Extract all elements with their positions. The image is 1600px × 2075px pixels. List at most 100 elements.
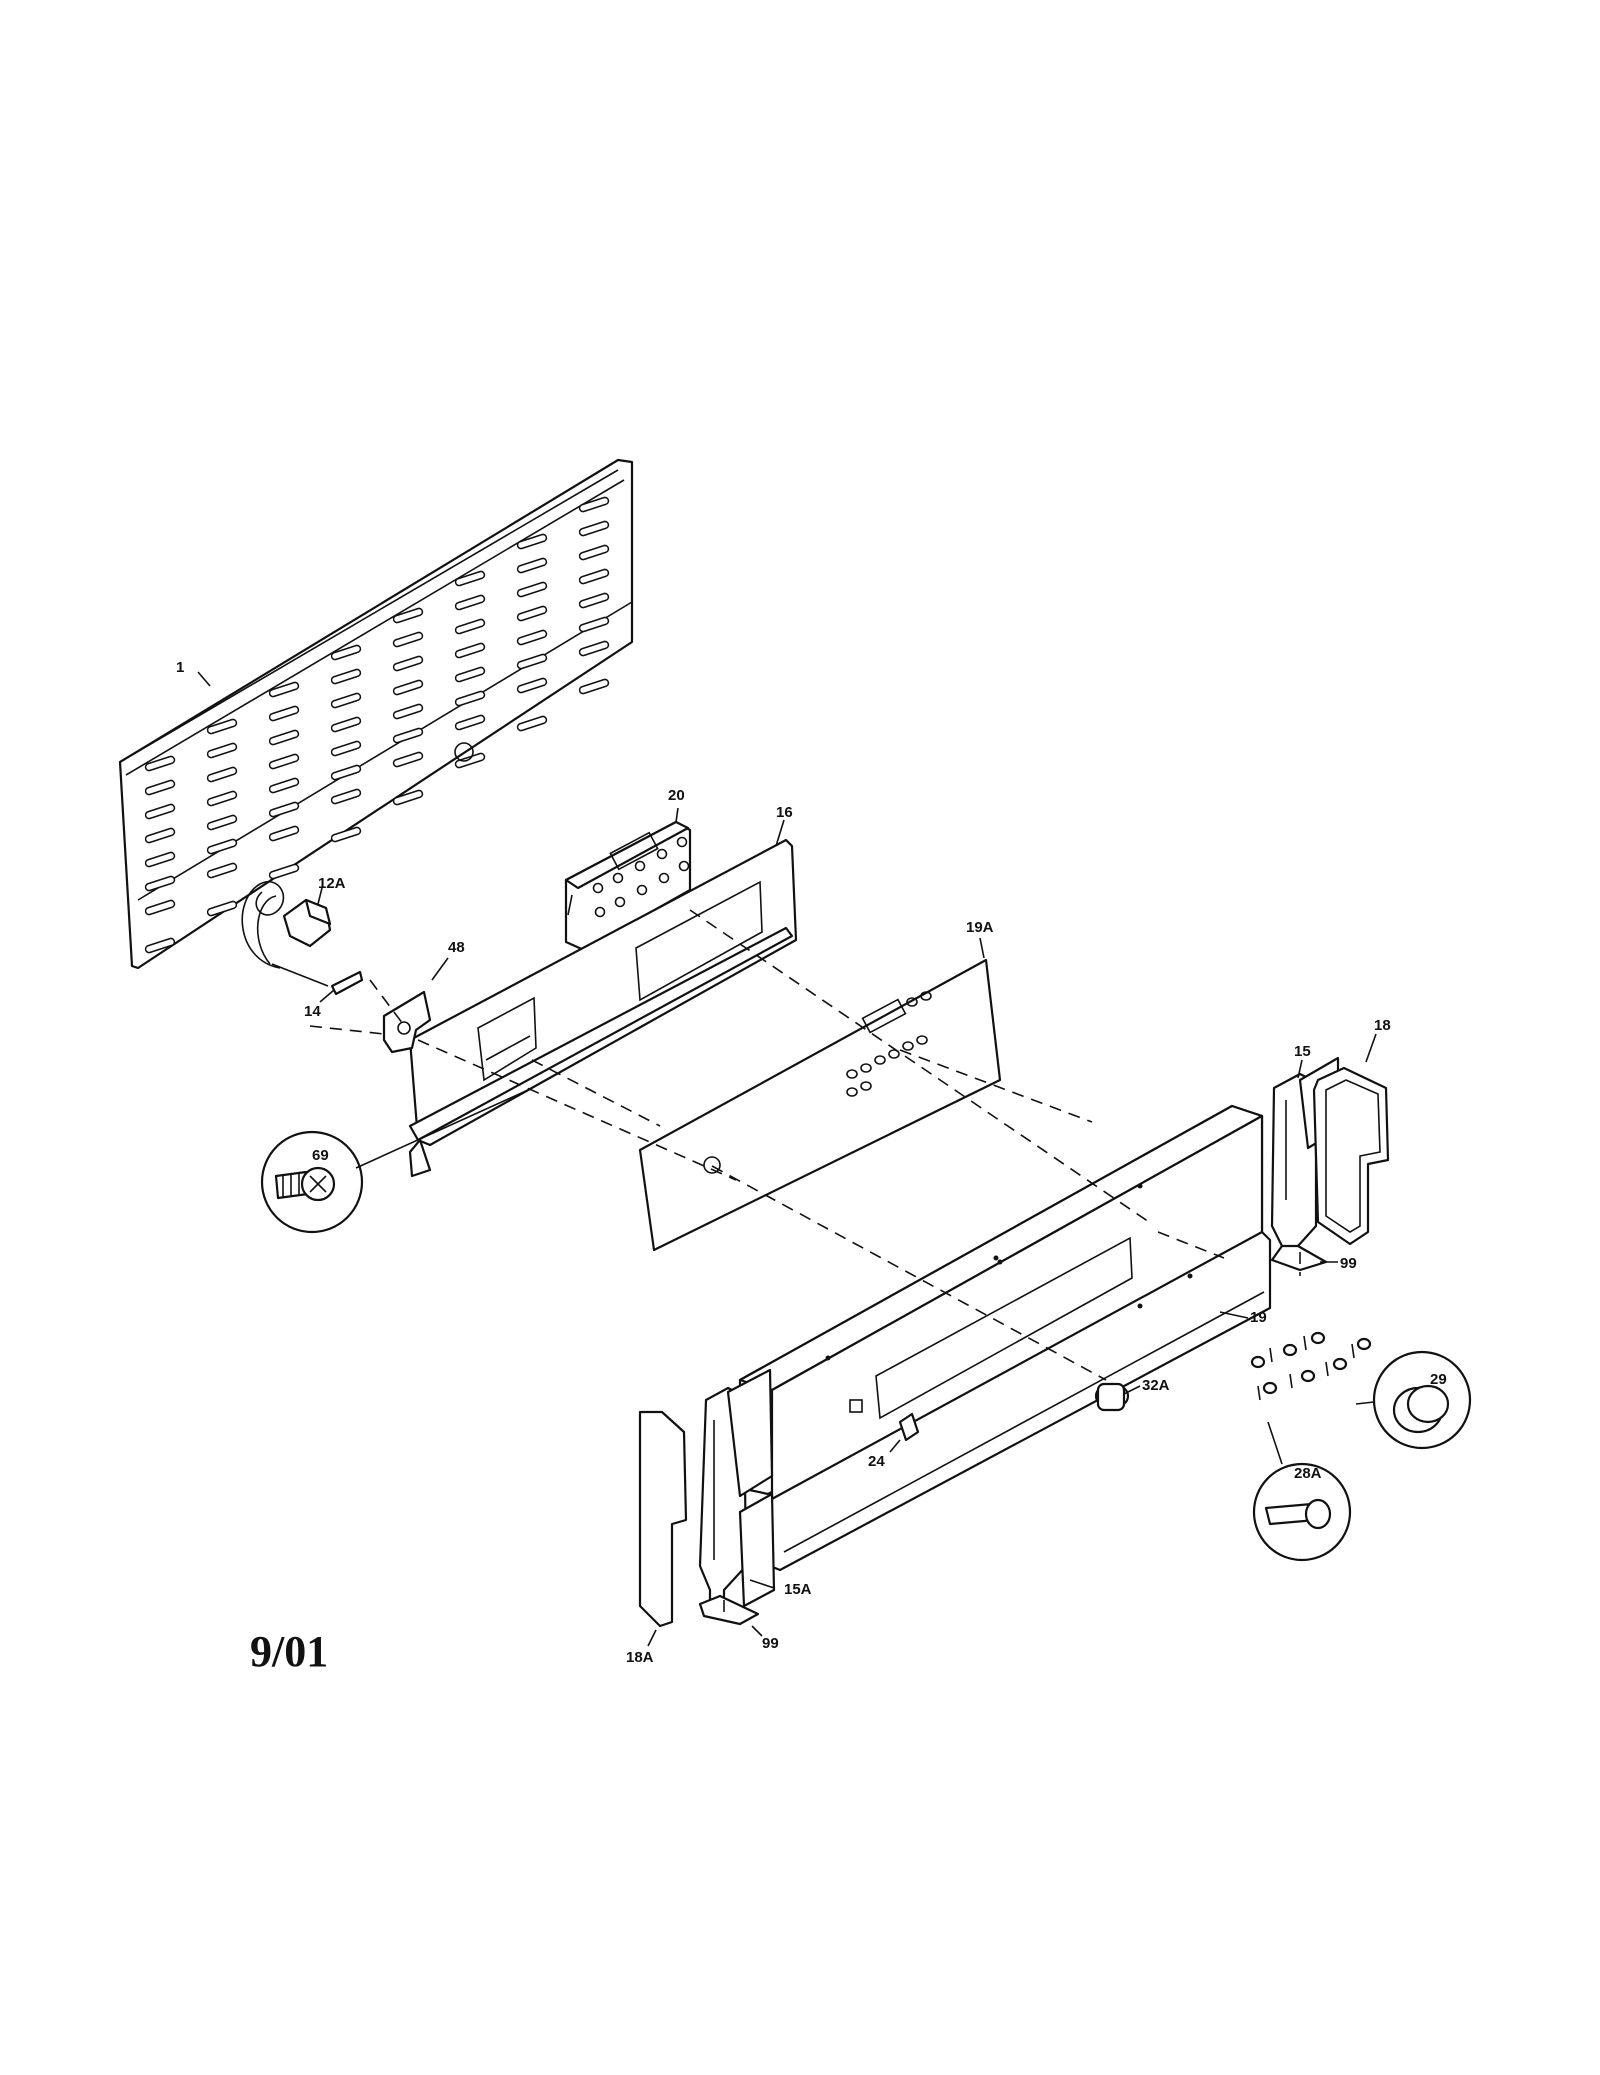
label-24: 24 <box>868 1453 885 1470</box>
nut <box>1282 1343 1298 1357</box>
louver-slot <box>268 681 300 698</box>
control-button <box>614 896 626 908</box>
nut <box>1250 1355 1266 1369</box>
control-button <box>678 860 690 872</box>
louver-slot <box>206 742 238 759</box>
leader-lines <box>197 671 1377 1647</box>
bracket-48 <box>382 990 432 1054</box>
screw <box>1325 1361 1329 1377</box>
control-button <box>676 836 688 848</box>
screw-hole <box>993 1255 999 1261</box>
louver-slot <box>268 825 300 842</box>
screw-hole <box>997 1259 1003 1265</box>
louver-slot <box>144 827 176 844</box>
main-control-panel <box>738 1104 1272 1572</box>
louver-slot <box>516 629 548 646</box>
louver-slot <box>206 790 238 807</box>
overlay-button <box>916 1035 928 1045</box>
thermostat-switch <box>241 881 332 987</box>
louver-slot <box>144 755 176 772</box>
control-button <box>656 848 668 860</box>
pin-14 <box>330 970 364 996</box>
electronic-control-board <box>564 820 692 952</box>
louver-slot <box>454 594 486 611</box>
louver-slot <box>392 703 424 720</box>
overlay-button <box>860 1081 872 1091</box>
louver-slot <box>144 803 176 820</box>
label-20: 20 <box>668 787 685 804</box>
label-19A: 19A <box>966 919 994 936</box>
louver-slot <box>330 644 362 661</box>
overlay-button <box>874 1055 886 1065</box>
louver-slot <box>206 814 238 831</box>
callout-labels: 1 20 16 12A 48 14 19A 18 15 69 99 19 32A… <box>176 659 1447 1666</box>
label-18A: 18A <box>626 1649 654 1666</box>
nut <box>1300 1369 1316 1383</box>
louver-slot <box>454 570 486 587</box>
detail-circle-28A <box>1252 1462 1352 1562</box>
date-code: 9/01 <box>250 1627 329 1676</box>
louver-slot <box>578 678 610 695</box>
louver-slot <box>206 718 238 735</box>
label-29: 29 <box>1430 1371 1447 1388</box>
nut <box>1356 1337 1372 1351</box>
label-48: 48 <box>448 939 465 956</box>
louver-slot <box>392 727 424 744</box>
louver-slot <box>392 655 424 672</box>
louver-slot <box>578 616 610 633</box>
louver-slot <box>578 568 610 585</box>
screw-hole <box>1137 1183 1143 1189</box>
louver-slot <box>392 751 424 768</box>
label-12A: 12A <box>318 875 346 892</box>
louver-slot <box>392 789 424 806</box>
label-15: 15 <box>1294 1043 1311 1060</box>
louver-slot <box>268 729 300 746</box>
louver-slot <box>516 581 548 598</box>
louver-slot <box>144 779 176 796</box>
label-19: 19 <box>1250 1309 1267 1326</box>
louver-slot <box>206 862 238 879</box>
label-1: 1 <box>176 659 184 676</box>
detail-circle-29 <box>1372 1350 1472 1450</box>
louver-slots <box>144 496 610 954</box>
louver-slot <box>578 520 610 537</box>
control-overlay <box>638 958 1002 1252</box>
control-button <box>592 882 604 894</box>
detail-circle-69 <box>260 1130 364 1234</box>
louver-slot <box>330 788 362 805</box>
screw <box>1269 1347 1273 1363</box>
label-14: 14 <box>304 1003 321 1020</box>
louver-slot <box>330 740 362 757</box>
louver-slot <box>578 592 610 609</box>
left-end-bracket <box>698 1368 776 1626</box>
louver-slot <box>516 653 548 670</box>
louver-slot <box>516 715 548 732</box>
louver-slot <box>454 666 486 683</box>
label-32A: 32A <box>1142 1377 1170 1394</box>
louver-slot <box>454 618 486 635</box>
louver-slot <box>144 937 176 954</box>
louver-slot <box>330 692 362 709</box>
label-99-right: 99 <box>1340 1255 1357 1272</box>
louver-slot <box>516 557 548 574</box>
screw <box>1257 1385 1261 1401</box>
nut <box>1310 1331 1326 1345</box>
screw <box>1303 1335 1307 1351</box>
louver-slot <box>516 605 548 622</box>
label-18: 18 <box>1374 1017 1391 1034</box>
louver-slot <box>330 826 362 843</box>
overlay-button <box>860 1063 872 1073</box>
screw-hole <box>1137 1303 1143 1309</box>
louver-slot <box>392 607 424 624</box>
back-guard-panel <box>118 458 634 970</box>
screws-and-nuts <box>1250 1331 1372 1401</box>
louver-slot <box>454 690 486 707</box>
left-end-trim <box>638 1410 688 1628</box>
label-28A: 28A <box>1294 1465 1322 1482</box>
overlay-button-icons <box>846 991 932 1097</box>
label-15A: 15A <box>784 1581 812 1598</box>
control-button <box>594 906 606 918</box>
screw-hole <box>825 1355 831 1361</box>
overlay-button <box>906 997 918 1007</box>
